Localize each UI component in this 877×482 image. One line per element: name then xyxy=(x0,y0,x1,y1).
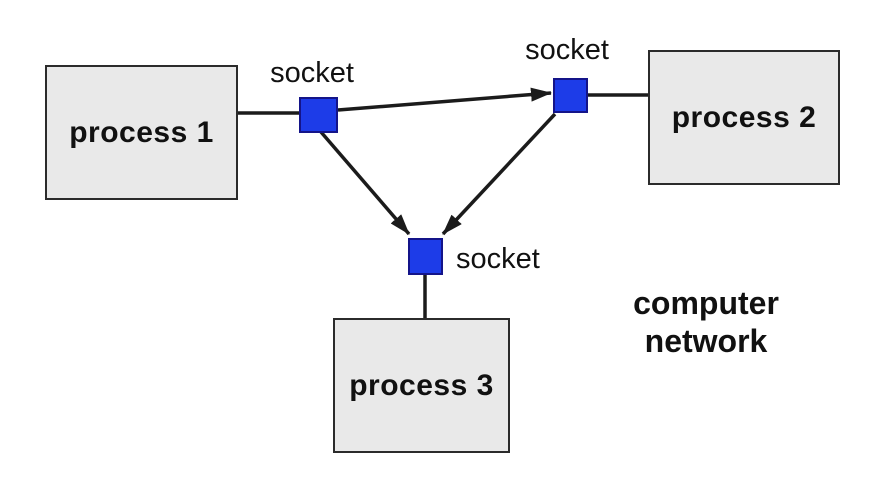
arrow-socket2-to-socket3 xyxy=(441,112,557,236)
computer-network-line1: computer xyxy=(633,285,779,321)
arrow-socket1-to-socket2 xyxy=(337,87,552,112)
computer-network-label: computer network xyxy=(633,284,779,360)
process-3-label: process 3 xyxy=(349,368,494,402)
computer-network-line2: network xyxy=(644,323,768,359)
socket-1-label: socket xyxy=(270,57,354,89)
socket-2-square xyxy=(553,78,588,113)
process-2-label: process 2 xyxy=(671,100,817,134)
process-3-box: process 3 xyxy=(333,318,510,453)
process-2-box: process 2 xyxy=(648,50,840,185)
socket-2-label: socket xyxy=(525,34,609,66)
socket-3-label: socket xyxy=(456,243,540,275)
arrow-socket1-to-socket3 xyxy=(319,130,411,236)
process-1-box: process 1 xyxy=(45,65,238,200)
socket-3-square xyxy=(408,238,443,275)
process-1-label: process 1 xyxy=(69,115,214,149)
socket-1-square xyxy=(299,97,338,133)
